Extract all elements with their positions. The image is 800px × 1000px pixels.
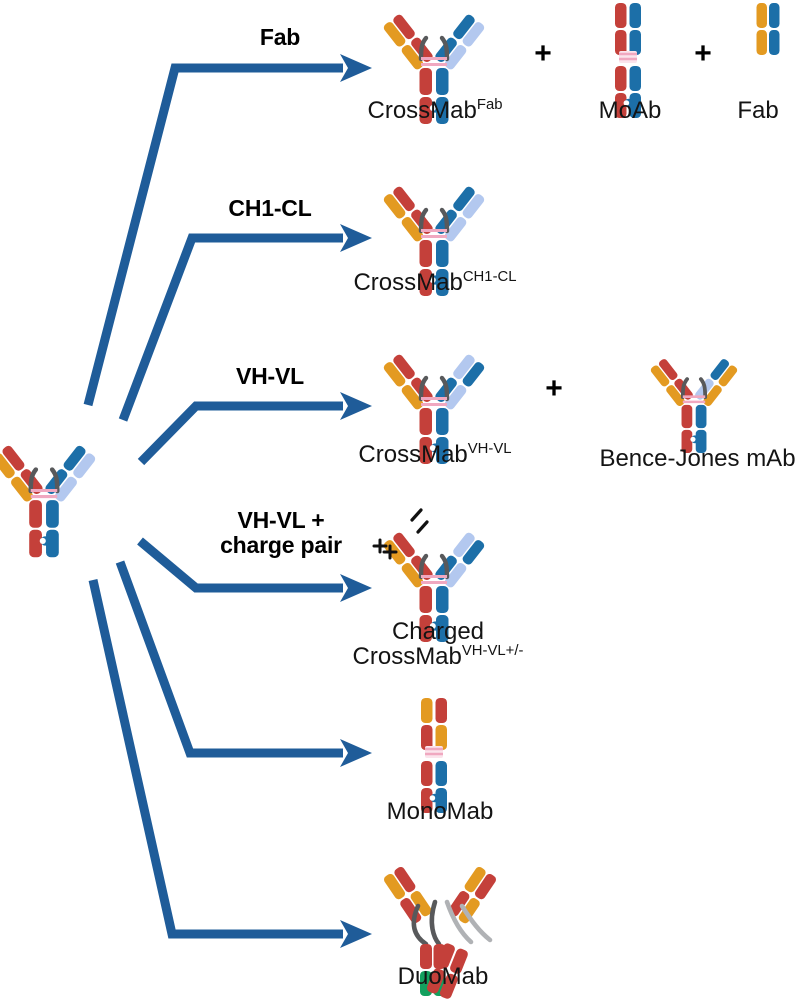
product-label-crossmab-vhvl: CrossMabVH-VL xyxy=(330,441,540,468)
branch-arrow-monomab[interactable] xyxy=(115,560,372,767)
branch-arrow-fab[interactable] xyxy=(83,54,372,407)
branch-label-chargepair-line2: charge pair xyxy=(220,531,342,558)
product-label-crossmab-fab-sup: Fab xyxy=(476,97,503,113)
product-label-crossmab-ch1cl-base: CrossMab xyxy=(353,269,463,296)
charge-positive-icon xyxy=(372,538,398,560)
plus-sign-1: + xyxy=(534,37,552,70)
byproduct-icon-fab xyxy=(756,3,780,55)
product-label-crossmab-ch1cl-sup: CH1-CL xyxy=(462,269,517,285)
branch-label-chargepair-line1: VH-VL + xyxy=(237,507,325,533)
branch-label-ch1cl: CH1-CL xyxy=(228,195,312,221)
charge-negative-icon xyxy=(410,508,429,534)
product-icon-monomab xyxy=(419,696,449,815)
product-label-crossmab-vhvl-sup: VH-VL xyxy=(467,441,512,457)
product-label-crossmab-ch1cl: CrossMabCH1-CL xyxy=(325,269,545,296)
product-label-fab: Fab xyxy=(737,97,779,124)
branch-label-fab: Fab xyxy=(259,24,301,50)
product-label-monomab: MonoMab xyxy=(386,798,494,825)
product-label-charged-crossmab-sup: VH-VL+/- xyxy=(461,642,524,659)
product-label-crossmab-fab: CrossMabFab xyxy=(335,97,535,124)
byproduct-icon-bence-jones-mab xyxy=(647,355,741,455)
product-label-bence-jones-mab: Bence-Jones mAb xyxy=(599,445,796,472)
plus-sign-3: + xyxy=(545,372,563,405)
product-label-moab: MoAb xyxy=(598,97,662,124)
branch-arrow-ch1cl[interactable] xyxy=(118,224,372,422)
branch-arrow-duomab[interactable] xyxy=(88,579,372,948)
branch-arrow-vhvl[interactable] xyxy=(137,392,372,466)
branch-label-chargepair: VH-VL +charge pair xyxy=(186,508,376,558)
branch-arrows xyxy=(83,54,372,948)
plus-sign-2: + xyxy=(694,37,712,70)
branch-label-vhvl: VH-VL xyxy=(235,363,304,389)
product-label-crossmab-vhvl-base: CrossMab xyxy=(358,441,468,468)
product-label-crossmab-fab-base: CrossMab xyxy=(367,97,477,124)
product-label-charged-crossmab-line1: Charged xyxy=(391,618,485,645)
branch-arrow-chargepair[interactable] xyxy=(137,537,372,602)
product-icon-charged-crossmab xyxy=(372,508,486,642)
source-antibody-icon xyxy=(0,444,97,557)
product-label-duomab: DuoMab xyxy=(397,963,489,990)
product-label-charged-crossmab-line2: CrossMab xyxy=(352,642,462,670)
